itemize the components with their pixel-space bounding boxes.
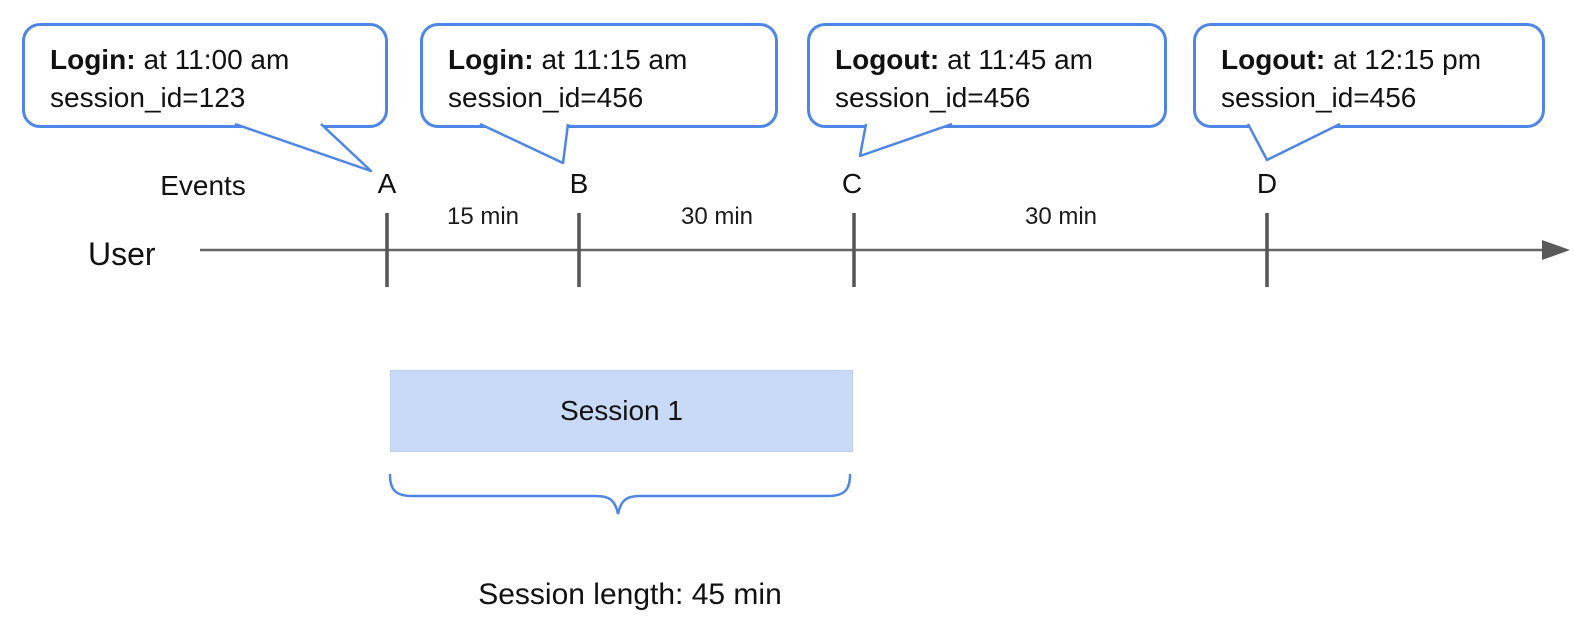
interval-b-c: 30 min [680, 203, 754, 230]
callout-session-id: session_id=456 [835, 82, 1031, 113]
event-marker-c: C [841, 168, 863, 199]
callout-event-line: Login:at 11:00 am [50, 41, 385, 79]
interval-a-b: 15 min [446, 203, 520, 230]
session-length-label: Session length: 45 min [478, 578, 782, 611]
callout-bubble-a: Login:at 11:00 am session_id=123 [22, 23, 388, 128]
events-row-label: Events [160, 170, 246, 201]
interval-c-d: 30 min [1024, 203, 1098, 230]
callout-session-id: session_id=456 [448, 82, 644, 113]
callout-event-line: Logout:at 12:15 pm [1221, 41, 1542, 79]
event-time: at 12:15 pm [1333, 44, 1482, 75]
event-type-label: Login: [50, 44, 136, 75]
session-1-label: Session 1 [560, 395, 683, 426]
callout-tail-c [858, 122, 953, 158]
timeline-axis-label: User [88, 236, 156, 272]
event-time: at 11:45 am [947, 44, 1093, 75]
event-type-label: Login: [448, 44, 534, 75]
callout-session-id: session_id=123 [50, 82, 246, 113]
callout-bubble-c: Logout:at 11:45 am session_id=456 [807, 23, 1167, 128]
event-type-label: Logout: [835, 44, 940, 75]
callout-tail-d [1246, 122, 1341, 162]
callout-event-line: Login:at 11:15 am [448, 41, 775, 79]
event-time: at 11:15 am [541, 44, 688, 75]
callout-tail-a [234, 122, 373, 173]
timeline-arrowhead-icon [1542, 240, 1570, 260]
event-marker-d: D [1256, 168, 1278, 199]
callout-bubble-b: Login:at 11:15 am session_id=456 [420, 23, 778, 128]
event-type-label: Logout: [1221, 44, 1326, 75]
event-marker-a: A [377, 168, 397, 199]
callout-tail-b [479, 122, 570, 165]
event-marker-b: B [569, 168, 589, 199]
callout-event-line: Logout:at 11:45 am [835, 41, 1164, 79]
session-length-brace [388, 473, 852, 515]
event-time: at 11:00 am [143, 44, 290, 75]
callout-session-id: session_id=456 [1221, 82, 1417, 113]
session-1-box: Session 1 [390, 370, 853, 452]
callout-bubble-d: Logout:at 12:15 pm session_id=456 [1193, 23, 1545, 128]
